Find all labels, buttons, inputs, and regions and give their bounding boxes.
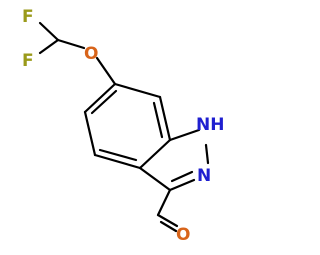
bond-n2-c3-inner (170, 170, 194, 183)
atom-labels: F F O NH N O (22, 7, 224, 245)
bond-c3a-c4 (93, 153, 142, 170)
bond-c5-c6 (83, 82, 117, 114)
structure-diagram: F F O NH N O (22, 7, 224, 245)
bond-c6-c7 (113, 82, 162, 99)
bond-n1-n2 (204, 143, 210, 165)
fluorine-2-label: F (22, 51, 34, 71)
bond-c3-c3a (138, 166, 172, 192)
bond-o-ring (95, 56, 117, 86)
molecule-svg: F F O NH N O (22, 7, 224, 245)
bond-c4-c5 (83, 110, 97, 157)
nh-label: NH (196, 115, 224, 135)
bond-c-o-ether (56, 38, 86, 50)
bond-c5-c6-inner (90, 89, 118, 115)
bond-c3a-c4-inner (98, 148, 138, 162)
bond-c7-c7a (158, 95, 172, 142)
bond-n2-c3 (168, 178, 196, 192)
fluorine-1-label: F (22, 7, 34, 27)
bond-c7-c7a-inner (152, 101, 164, 139)
nitrogen-2-label: N (197, 166, 211, 186)
bonds (38, 21, 210, 233)
bond-c7a-n1 (168, 128, 201, 142)
bond-cho-o-double (159, 220, 178, 233)
bond-c-f2 (38, 38, 60, 55)
bond-c-f1 (38, 21, 60, 42)
aldehyde-oxygen-label: O (176, 225, 190, 245)
bond-c3-cho (156, 188, 172, 217)
ether-oxygen-label: O (84, 44, 98, 64)
bond-cho-o (156, 213, 179, 228)
bond-c7a-c3a (138, 138, 172, 170)
